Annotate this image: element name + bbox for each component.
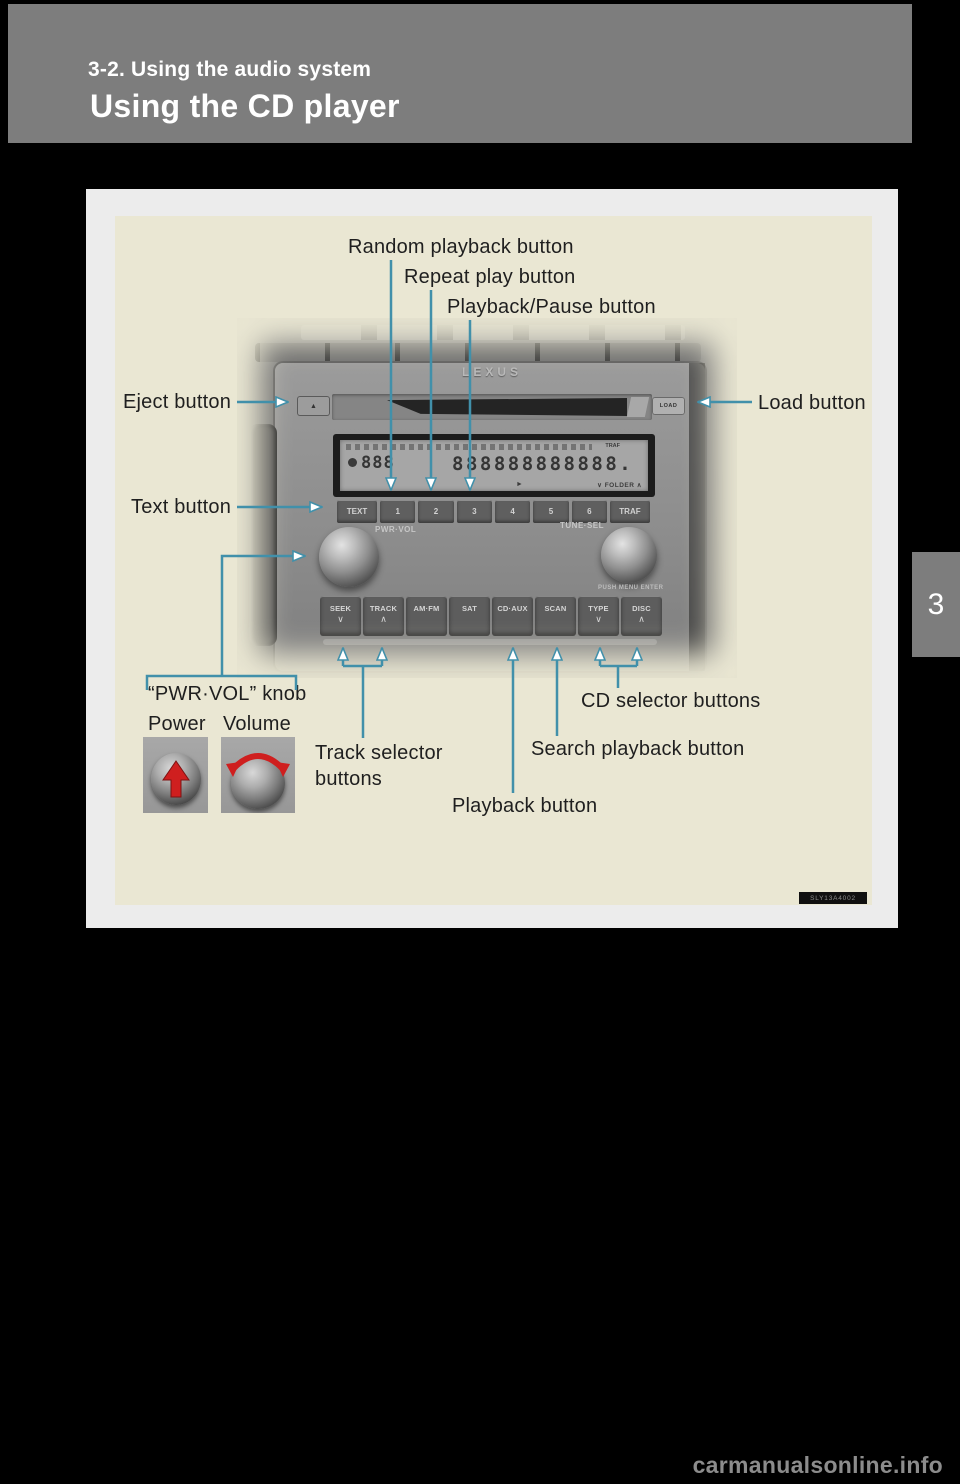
source-button-scan[interactable]: SCAN bbox=[535, 596, 576, 636]
chapter-number: 3 bbox=[927, 587, 945, 621]
chapter-tab[interactable]: 3 bbox=[912, 552, 960, 657]
load-button[interactable]: LOAD bbox=[652, 397, 685, 415]
source-button-label: SEEK bbox=[329, 604, 352, 613]
callout-volume: Volume bbox=[223, 713, 291, 735]
source-button-label: CD·AUX bbox=[497, 604, 528, 613]
callout-track-selector: Track selector buttons bbox=[315, 740, 443, 792]
dash-trim-buttons bbox=[301, 325, 685, 340]
source-button-label: DISC bbox=[632, 604, 651, 613]
preset-button-4[interactable]: 4 bbox=[494, 500, 531, 523]
callout-pwr-vol-knob: “PWR·VOL” knob bbox=[148, 683, 307, 705]
section-breadcrumb: 3-2. Using the audio system bbox=[88, 58, 372, 81]
source-button-sat[interactable]: SAT bbox=[449, 596, 490, 636]
chevron-icon: ∨ bbox=[595, 614, 602, 624]
power-knob-inset bbox=[143, 737, 208, 813]
display-frame: TRAF 888 888888888888. ► ∨ FOLDER ∧ bbox=[333, 434, 655, 497]
faceplate-side-shadow bbox=[689, 363, 705, 671]
chevron-icon: ∧ bbox=[380, 614, 387, 624]
brand-logo: LEXUS bbox=[461, 365, 522, 379]
bezel-bottom-strip bbox=[323, 639, 657, 645]
source-button-label: SAT bbox=[461, 604, 478, 613]
volume-rotate-arrow-icon bbox=[226, 753, 290, 777]
source-button-label: SCAN bbox=[544, 604, 567, 613]
figure-code-text: SLY13A4002 bbox=[810, 894, 856, 902]
lcd-traf-indicator: TRAF bbox=[605, 443, 620, 449]
source-button-amfm[interactable]: AM·FM bbox=[406, 596, 447, 636]
lcd-icon bbox=[348, 458, 357, 467]
callout-text: Text button bbox=[131, 496, 232, 518]
preset-button-1[interactable]: 1 bbox=[380, 500, 416, 523]
source-button-label: TRACK bbox=[369, 604, 398, 613]
callout-search-playback: Search playback button bbox=[531, 738, 745, 760]
lcd-folder-indicator: ∨ FOLDER ∧ bbox=[597, 482, 642, 489]
callout-repeat-play: Repeat play button bbox=[404, 266, 576, 288]
source-button-label: TYPE bbox=[588, 604, 609, 613]
callout-load: Load button bbox=[758, 392, 866, 414]
chevron-icon: ∧ bbox=[638, 614, 645, 624]
site-watermark[interactable]: carmanualsonline.info bbox=[692, 1452, 943, 1478]
dash-vent-strip bbox=[255, 343, 701, 362]
page-title: Using the CD player bbox=[90, 88, 400, 124]
cd-slot-opening bbox=[387, 398, 627, 416]
source-button-type[interactable]: TYPE∨ bbox=[578, 596, 619, 636]
lcd-display: TRAF 888 888888888888. ► ∨ FOLDER ∧ bbox=[340, 440, 648, 491]
callout-track-selector-line2: buttons bbox=[315, 768, 383, 790]
preset-button-2[interactable]: 2 bbox=[418, 500, 454, 523]
lcd-status-icons bbox=[346, 444, 592, 450]
power-push-arrow-icon bbox=[162, 760, 190, 798]
preset-button-text[interactable]: TEXT bbox=[337, 500, 377, 523]
cd-slot[interactable] bbox=[332, 394, 652, 420]
lcd-play-icon: ► bbox=[516, 481, 523, 488]
callout-playback-pause: Playback/Pause button bbox=[447, 296, 656, 318]
preset-button-traf[interactable]: TRAF bbox=[609, 500, 650, 523]
dash-side-trim bbox=[249, 424, 277, 646]
callout-random-playback: Random playback button bbox=[348, 236, 574, 258]
cd-slot-highlight bbox=[626, 397, 650, 417]
callout-power: Power bbox=[148, 713, 206, 735]
eject-button[interactable]: ▲ bbox=[297, 396, 330, 416]
tune-sel-knob[interactable] bbox=[601, 527, 657, 583]
source-button-seek[interactable]: SEEK∨ bbox=[320, 596, 361, 636]
lcd-segment-digits: 888888888888. bbox=[452, 453, 634, 475]
pwr-vol-knob-label: PWR·VOL bbox=[375, 525, 417, 534]
source-button-disc[interactable]: DISC∧ bbox=[621, 596, 662, 636]
preset-button-5[interactable]: 5 bbox=[533, 500, 569, 523]
tune-sel-knob-label: TUNE·SEL bbox=[560, 521, 604, 530]
eject-icon: ▲ bbox=[310, 402, 317, 410]
preset-button-3[interactable]: 3 bbox=[456, 500, 492, 523]
header-band: 3-2. Using the audio system Using the CD… bbox=[8, 4, 912, 143]
push-menu-enter-label: PUSH MENU ENTER bbox=[598, 585, 664, 591]
chevron-icon: ∨ bbox=[337, 614, 344, 624]
volume-knob-inset bbox=[221, 737, 295, 813]
source-button-cdaux[interactable]: CD·AUX bbox=[492, 596, 533, 636]
preset-button-6[interactable]: 6 bbox=[571, 500, 607, 523]
callout-eject: Eject button bbox=[123, 391, 232, 413]
figure-code-strip: SLY13A4002 bbox=[799, 892, 867, 904]
callout-playback: Playback button bbox=[452, 795, 598, 817]
load-button-label: LOAD bbox=[659, 403, 678, 409]
callout-cd-selector: CD selector buttons bbox=[581, 690, 761, 712]
pwr-vol-knob[interactable] bbox=[319, 527, 379, 587]
callout-track-selector-line1: Track selector bbox=[315, 742, 443, 764]
lcd-small-digits: 888 bbox=[361, 453, 395, 473]
source-button-label: AM·FM bbox=[413, 604, 440, 613]
radio-photo: LEXUS ▲ LOAD TRAF 888 888888888888. ► ∨ … bbox=[237, 318, 737, 678]
source-button-track[interactable]: TRACK∧ bbox=[363, 596, 404, 636]
